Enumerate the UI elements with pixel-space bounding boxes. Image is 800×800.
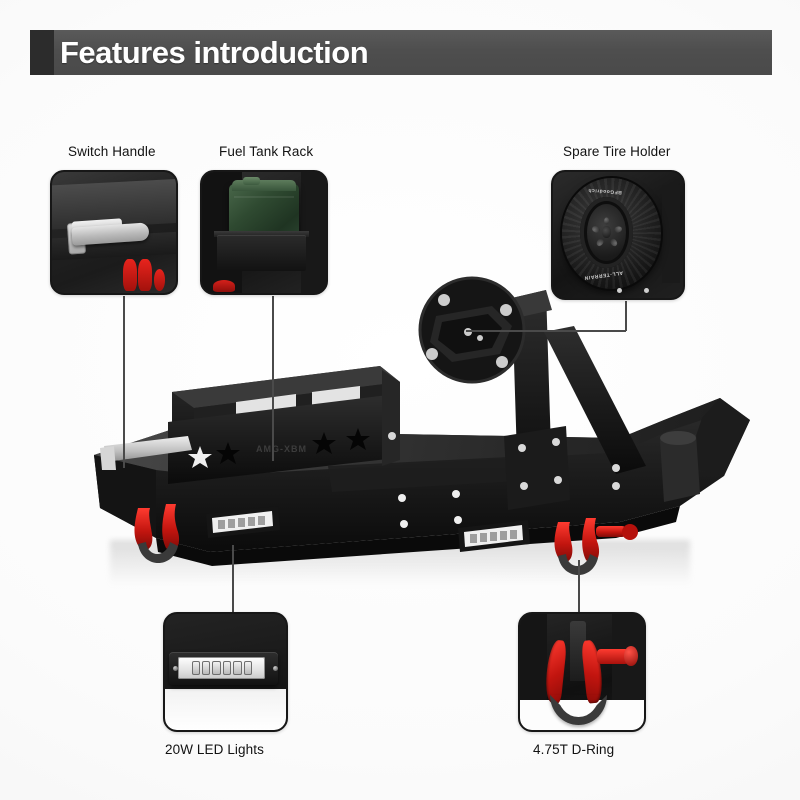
connector-line-spare-tire-holder-horizontal [466, 330, 626, 332]
svg-text:AMG-XBM: AMG-XBM [256, 444, 307, 454]
callout-label-switch-handle: Switch Handle [68, 144, 156, 159]
callout-thumb-d-ring[interactable] [518, 612, 646, 732]
connector-line-switch-handle [123, 296, 125, 468]
connector-line-led-lights [232, 545, 234, 613]
fuel-tank-rack-photo [202, 172, 326, 293]
callout-label-fuel-tank-rack: Fuel Tank Rack [219, 144, 314, 159]
product-image-rear-bumper: AMG-XBM [94, 276, 750, 576]
callout-thumb-led-lights[interactable] [163, 612, 288, 732]
connector-line-d-ring [578, 560, 580, 613]
callout-thumb-spare-tire-holder[interactable]: BFGoodrich ALL-TERRAIN [551, 170, 685, 300]
page-title: Features introduction [60, 34, 369, 70]
callout-label-led-lights: 20W LED Lights [165, 742, 264, 757]
callout-thumb-fuel-tank-rack[interactable] [200, 170, 328, 295]
connector-line-fuel-tank-rack [272, 296, 274, 461]
switch-handle-photo [52, 172, 176, 293]
callout-label-spare-tire-holder: Spare Tire Holder [563, 144, 671, 159]
tire-sidewall-top-text: BFGoodrich [587, 187, 622, 196]
tire-sidewall-bottom-text: ALL-TERRAIN [583, 269, 624, 281]
d-ring-photo [520, 614, 644, 730]
callout-thumb-switch-handle[interactable] [50, 170, 178, 295]
connector-line-spare-tire-holder [625, 301, 627, 331]
led-lights-photo [165, 614, 286, 730]
spare-tire-holder-photo: BFGoodrich ALL-TERRAIN [553, 172, 683, 298]
page-header-banner: Features introduction [30, 30, 772, 75]
callout-label-d-ring: 4.75T D-Ring [533, 742, 615, 757]
